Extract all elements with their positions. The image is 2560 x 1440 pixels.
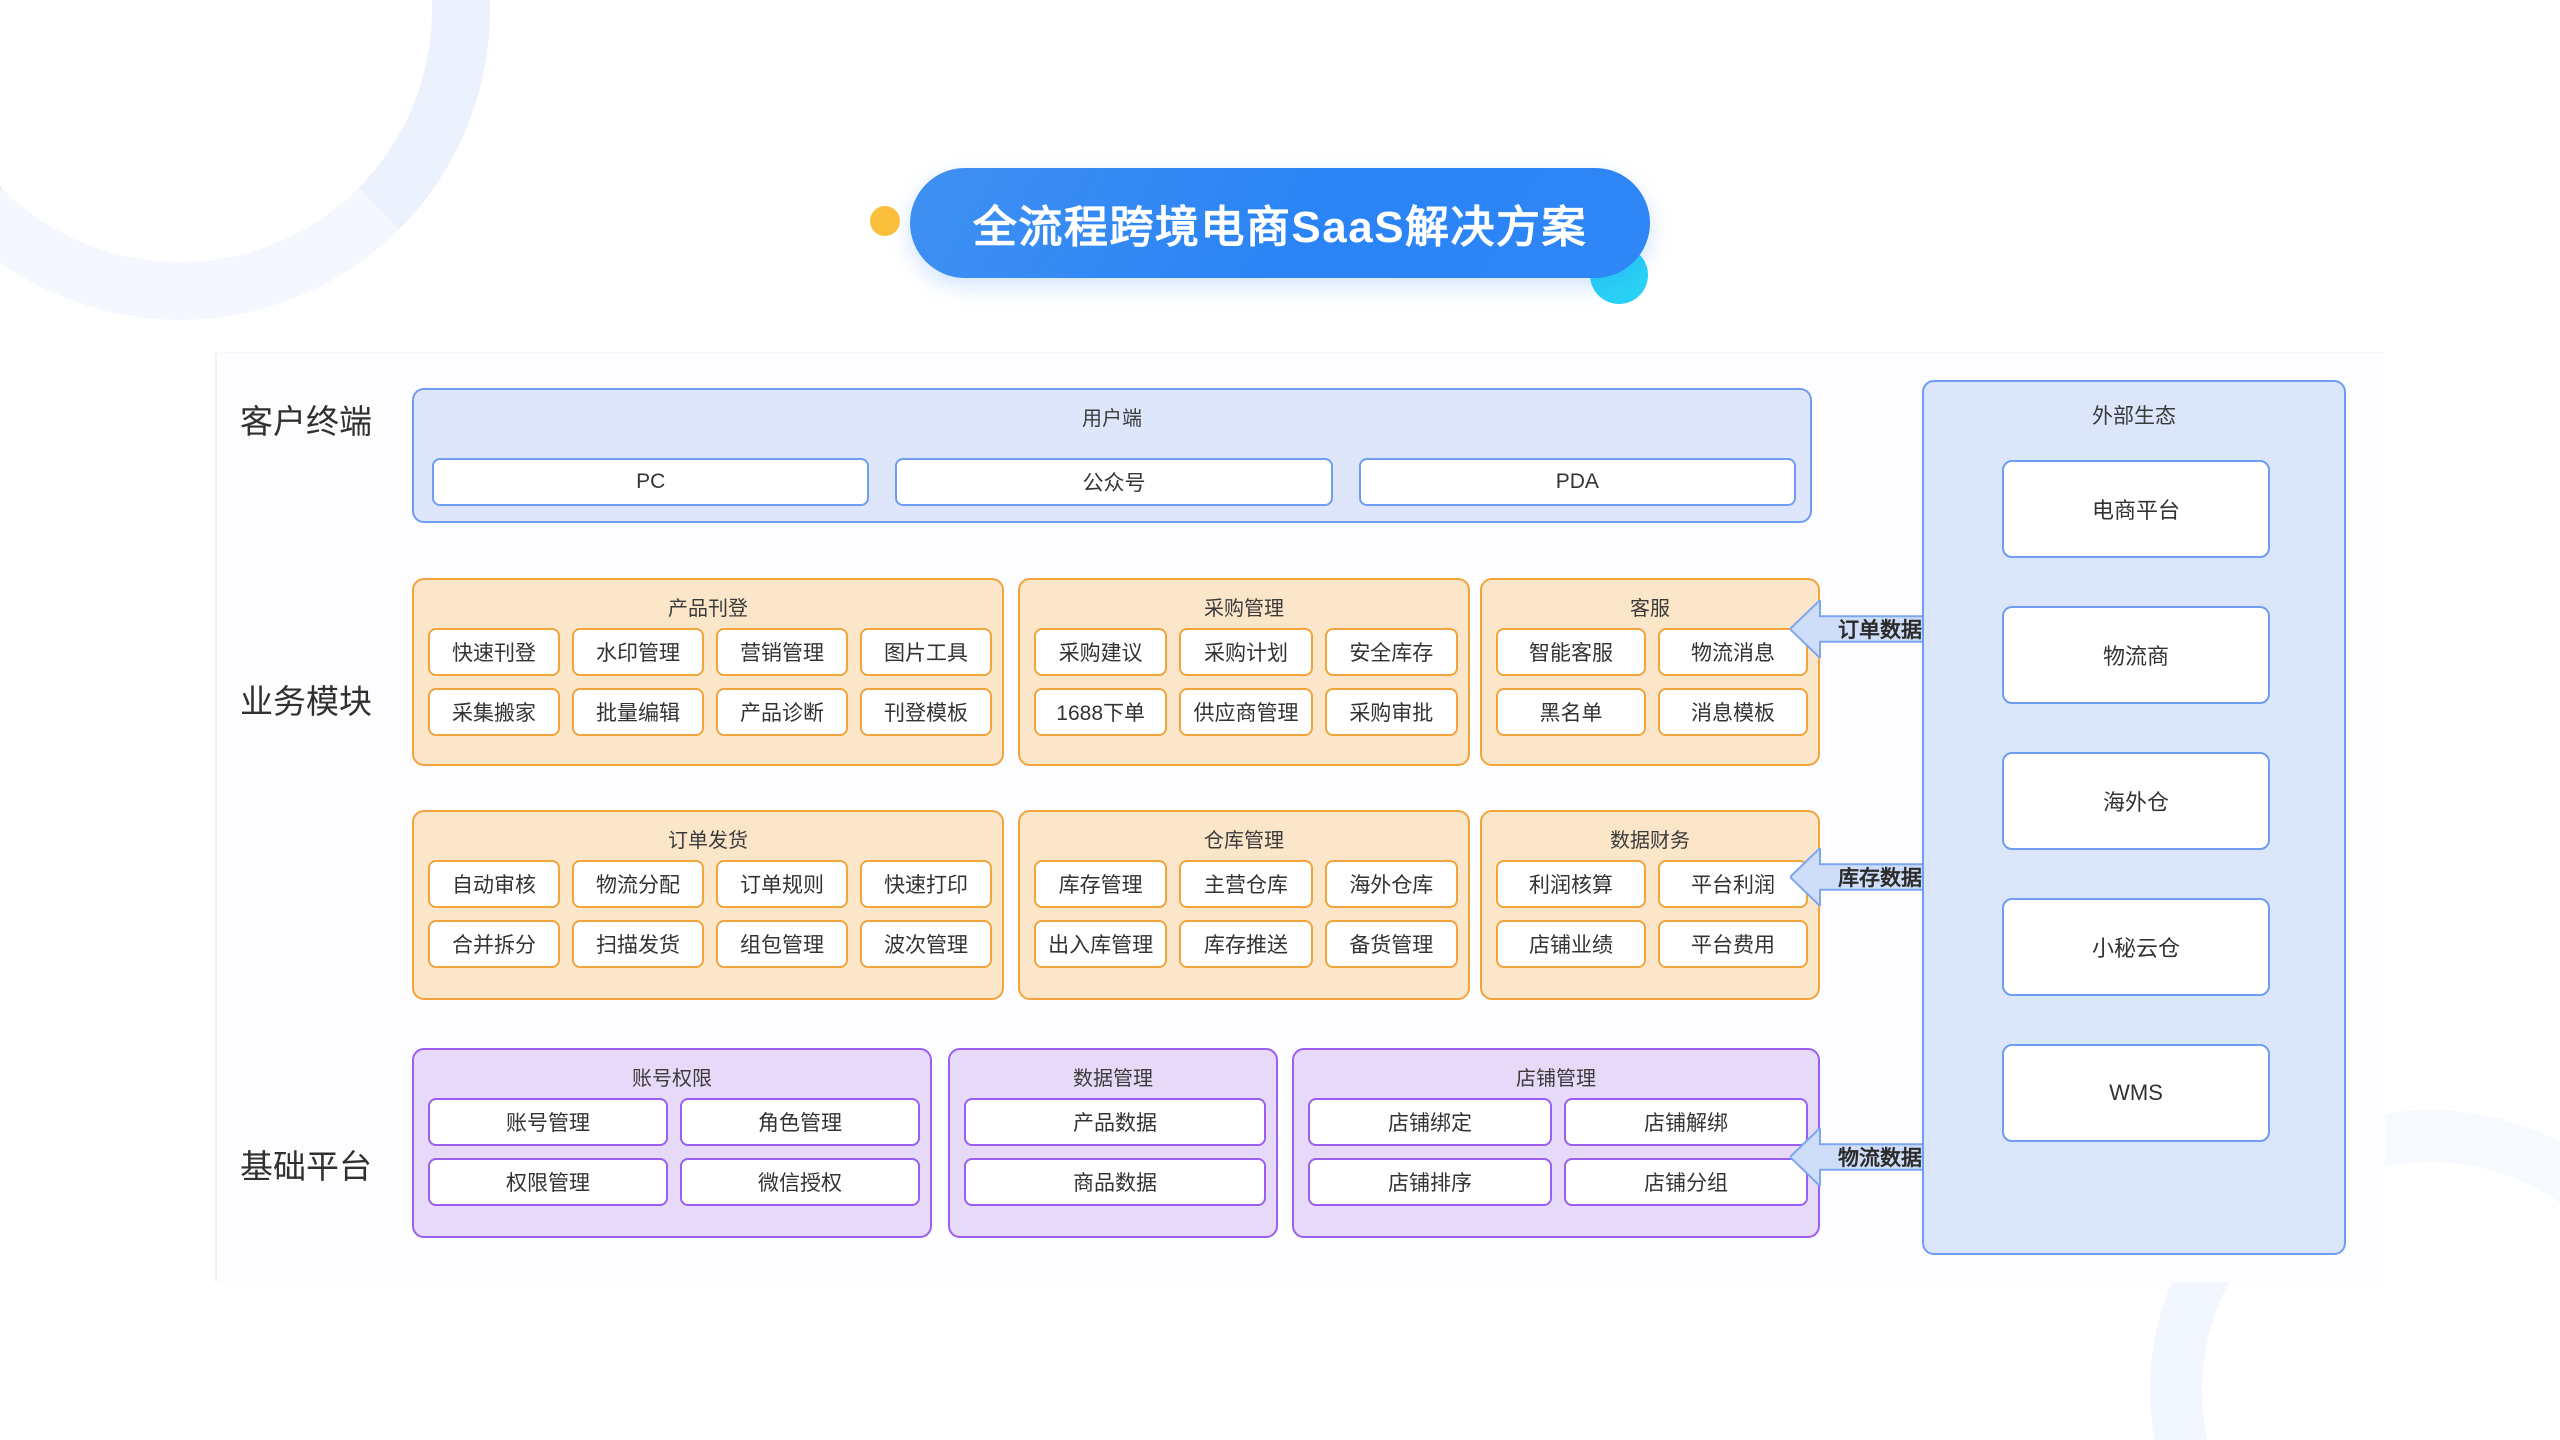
warehouse-management-item-4[interactable]: 出入库管理 [1034, 920, 1168, 968]
purchase-management-item-6[interactable]: 采购审批 [1324, 688, 1458, 736]
product-listing-item-5[interactable]: 采集搬家 [428, 688, 560, 736]
external-item-xiaomi-cloud-warehouse[interactable]: 小秘云仓 [2002, 898, 2270, 996]
group-title: 订单发货 [668, 830, 748, 852]
title-pill: 全流程跨境电商SaaS解决方案 [910, 168, 1650, 278]
group-customer-service: 客服智能客服物流消息黑名单消息模板 [1480, 578, 1820, 766]
order-shipping-item-1[interactable]: 自动审核 [428, 860, 560, 908]
group-title: 仓库管理 [1204, 830, 1284, 852]
group-store-management: 店铺管理店铺绑定店铺解绑店铺排序店铺分组 [1292, 1048, 1820, 1238]
warehouse-management-item-5[interactable]: 库存推送 [1179, 920, 1313, 968]
customer-service-item-1[interactable]: 智能客服 [1496, 628, 1646, 676]
data-management-item-2[interactable]: 商品数据 [964, 1158, 1266, 1206]
row-label-business-modules: 业务模块 [240, 683, 372, 720]
arrow-label: 库存数据 [1838, 867, 1922, 890]
group-data-finance: 数据财务利润核算平台利润店铺业绩平台费用 [1480, 810, 1820, 1000]
group-title: 账号权限 [632, 1068, 712, 1090]
arrow-label: 订单数据 [1838, 619, 1922, 642]
decorative-arc-top-left [0, 0, 490, 320]
order-shipping-item-3[interactable]: 订单规则 [716, 860, 848, 908]
purchase-management-item-4[interactable]: 1688下单 [1034, 688, 1168, 736]
arrow-label: 物流数据 [1838, 1147, 1922, 1170]
group-warehouse-management: 仓库管理库存管理主营仓库海外仓库出入库管理库存推送备货管理 [1018, 810, 1470, 1000]
warehouse-management-item-2[interactable]: 主营仓库 [1179, 860, 1313, 908]
order-shipping-item-7[interactable]: 组包管理 [716, 920, 848, 968]
group-title: 产品刊登 [668, 598, 748, 620]
product-listing-item-8[interactable]: 刊登模板 [860, 688, 992, 736]
purchase-management-item-3[interactable]: 安全库存 [1324, 628, 1458, 676]
product-listing-item-2[interactable]: 水印管理 [572, 628, 704, 676]
yellow-dot-icon [870, 206, 900, 236]
page-title: 全流程跨境电商SaaS解决方案 [972, 203, 1588, 252]
group-account-permission: 账号权限账号管理角色管理权限管理微信授权 [412, 1048, 932, 1238]
group-purchase-management: 采购管理采购建议采购计划安全库存 1688下单供应商管理采购审批 [1018, 578, 1470, 766]
external-item-overseas-warehouse[interactable]: 海外仓 [2002, 752, 2270, 850]
purchase-management-item-2[interactable]: 采购计划 [1179, 628, 1313, 676]
product-listing-item-3[interactable]: 营销管理 [716, 628, 848, 676]
product-listing-item-7[interactable]: 产品诊断 [716, 688, 848, 736]
order-shipping-item-5[interactable]: 合并拆分 [428, 920, 560, 968]
product-listing-item-6[interactable]: 批量编辑 [572, 688, 704, 736]
group-product-listing: 产品刊登快速刊登水印管理营销管理图片工具采集搬家批量编辑产品诊断刊登模板 [412, 578, 1004, 766]
product-listing-item-4[interactable]: 图片工具 [860, 628, 992, 676]
group-title: 数据财务 [1610, 830, 1690, 852]
data-finance-item-3[interactable]: 店铺业绩 [1496, 920, 1646, 968]
external-item-wms[interactable]: WMS [2002, 1044, 2270, 1142]
account-permission-item-4[interactable]: 微信授权 [680, 1158, 920, 1206]
account-permission-item-3[interactable]: 权限管理 [428, 1158, 668, 1206]
group-title: 采购管理 [1204, 598, 1284, 620]
purchase-management-item-5[interactable]: 供应商管理 [1179, 688, 1313, 736]
account-permission-item-2[interactable]: 角色管理 [680, 1098, 920, 1146]
purchase-management-item-1[interactable]: 采购建议 [1034, 628, 1168, 676]
title-banner: 全流程跨境电商SaaS解决方案 [860, 168, 1660, 304]
row-label-base-platform: 基础平台 [240, 1148, 372, 1185]
group-title: 店铺管理 [1516, 1068, 1596, 1090]
warehouse-management-item-1[interactable]: 库存管理 [1034, 860, 1168, 908]
client-terminal-item-3[interactable]: PDA [1358, 458, 1796, 506]
external-item-logistics-provider[interactable]: 物流商 [2002, 606, 2270, 704]
group-external-ecosystem: 外部生态电商平台物流商海外仓小秘云仓 WMS [1922, 380, 2346, 1255]
client-terminal-item-1[interactable]: PC [432, 458, 870, 506]
order-shipping-item-6[interactable]: 扫描发货 [572, 920, 704, 968]
customer-service-item-2[interactable]: 物流消息 [1658, 628, 1808, 676]
group-title: 用户端 [1082, 408, 1142, 430]
order-shipping-item-2[interactable]: 物流分配 [572, 860, 704, 908]
arrow-1: 订单数据 [1790, 600, 1970, 658]
row-label-client-terminal: 客户终端 [240, 403, 372, 440]
store-management-item-4[interactable]: 店铺分组 [1564, 1158, 1808, 1206]
order-shipping-item-8[interactable]: 波次管理 [860, 920, 992, 968]
data-finance-item-4[interactable]: 平台费用 [1658, 920, 1808, 968]
product-listing-item-1[interactable]: 快速刊登 [428, 628, 560, 676]
group-data-management: 数据管理产品数据商品数据 [948, 1048, 1278, 1238]
store-management-item-3[interactable]: 店铺排序 [1308, 1158, 1552, 1206]
group-title: 数据管理 [1073, 1068, 1153, 1090]
external-item-ecommerce-platform[interactable]: 电商平台 [2002, 460, 2270, 558]
arrow-3: 物流数据 [1790, 1128, 1970, 1186]
client-terminal-item-2[interactable]: 公众号 [895, 458, 1333, 506]
group-title: 外部生态 [2092, 405, 2176, 428]
data-finance-item-2[interactable]: 平台利润 [1658, 860, 1808, 908]
customer-service-item-3[interactable]: 黑名单 [1496, 688, 1646, 736]
customer-service-item-4[interactable]: 消息模板 [1658, 688, 1808, 736]
order-shipping-item-4[interactable]: 快速打印 [860, 860, 992, 908]
store-management-item-1[interactable]: 店铺绑定 [1308, 1098, 1552, 1146]
group-client-terminal: 用户端 PC 公众号 PDA [412, 388, 1812, 523]
store-management-item-2[interactable]: 店铺解绑 [1564, 1098, 1808, 1146]
warehouse-management-item-3[interactable]: 海外仓库 [1324, 860, 1458, 908]
group-title: 客服 [1630, 598, 1670, 620]
data-finance-item-1[interactable]: 利润核算 [1496, 860, 1646, 908]
account-permission-item-1[interactable]: 账号管理 [428, 1098, 668, 1146]
data-management-item-1[interactable]: 产品数据 [964, 1098, 1266, 1146]
arrow-2: 库存数据 [1790, 848, 1970, 906]
group-order-shipping: 订单发货自动审核物流分配订单规则快速打印合并拆分扫描发货组包管理波次管理 [412, 810, 1004, 1000]
warehouse-management-item-6[interactable]: 备货管理 [1324, 920, 1458, 968]
